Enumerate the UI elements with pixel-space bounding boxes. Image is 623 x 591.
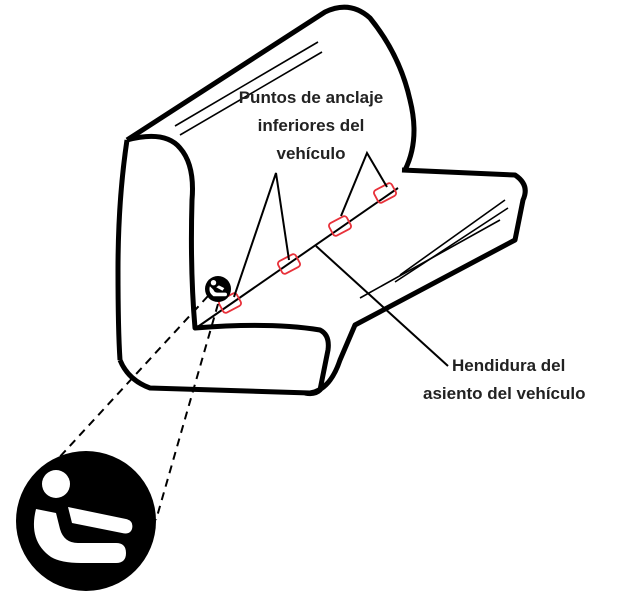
- anchors-label-line-2: inferiores del: [258, 116, 365, 135]
- anchors-label: Puntos de anclaje inferiores del vehícul…: [239, 88, 384, 163]
- side-panel: [115, 133, 331, 397]
- anchors-label-line-1: Puntos de anclaje: [239, 88, 384, 107]
- car-seat-anchor-icon-large: [16, 451, 156, 591]
- crease-label-line-2: asiento del vehículo: [423, 384, 586, 403]
- anchor-3: [328, 215, 352, 237]
- crease-label: Hendidura del asiento del vehículo: [423, 356, 586, 403]
- car-seat-anchor-icon-small: [205, 276, 231, 302]
- anchor-leader-lines: [233, 150, 388, 298]
- anchor-4: [373, 182, 397, 204]
- seat-back: [125, 4, 417, 172]
- anchors-label-line-3: vehículo: [277, 144, 346, 163]
- anchor-2: [277, 253, 301, 275]
- projection-lines: [43, 295, 219, 521]
- seat-cushion: [117, 167, 528, 396]
- crease-leader-line: [315, 245, 449, 367]
- crease-label-line-1: Hendidura del: [452, 356, 565, 375]
